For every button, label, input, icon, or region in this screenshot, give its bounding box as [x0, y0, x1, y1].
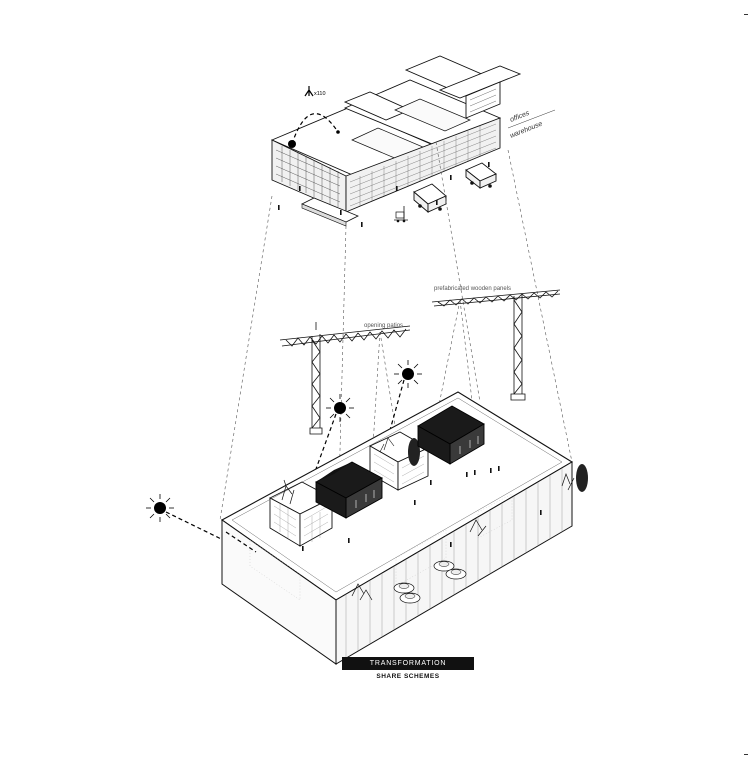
car-4 [445, 568, 467, 580]
upper-windows [469, 88, 497, 113]
people-roof [302, 466, 542, 551]
sun-icon-left [146, 494, 174, 522]
edge-tick-top [744, 14, 748, 15]
roof-strip [438, 65, 522, 99]
caption-title: TRANSFORMATION [342, 657, 474, 670]
label-multiplier: x110 [314, 91, 326, 97]
office-windows [275, 146, 341, 207]
crane-right [431, 289, 561, 401]
label-opening-patios: opening patios [364, 323, 403, 329]
parapet-inner [231, 397, 563, 593]
house-left [315, 461, 383, 519]
sun-icon-mid [326, 394, 354, 422]
patio-box-right [369, 431, 429, 491]
person-icon [304, 86, 314, 97]
courtyard-right [394, 98, 471, 132]
car-2 [399, 592, 421, 604]
truck-2 [465, 162, 497, 189]
tree-right-corner [561, 464, 588, 492]
people-top [278, 162, 490, 227]
sun-icon-right [394, 360, 422, 388]
warehouse-cladding [349, 123, 497, 207]
caption-subtitle: SHARE SCHEMES [376, 673, 440, 680]
forklift [394, 206, 408, 223]
label-prefab-panels: prefabricated wooden panels [434, 286, 511, 292]
offices-warehouse-divider [507, 109, 556, 129]
crane-left [279, 322, 411, 435]
label-offices: offices [509, 110, 531, 124]
patio-tree [408, 438, 420, 466]
transformed-building [220, 391, 588, 665]
tree-front [351, 519, 487, 601]
truck-1 [413, 183, 447, 213]
perforated-panels [249, 493, 513, 601]
arc-end-dot [336, 130, 340, 134]
sun-ray-entry [225, 531, 257, 553]
patio-box-left [269, 479, 333, 547]
car-3 [433, 560, 455, 572]
label-warehouse: warehouse [509, 120, 543, 139]
walk-arc: x110 [288, 86, 340, 148]
house-right [417, 405, 485, 465]
office-warehouse-building: offices warehouse [270, 55, 556, 227]
arc-start-dot [288, 140, 296, 148]
car-1 [393, 582, 415, 594]
edge-tick-bottom [744, 754, 748, 755]
